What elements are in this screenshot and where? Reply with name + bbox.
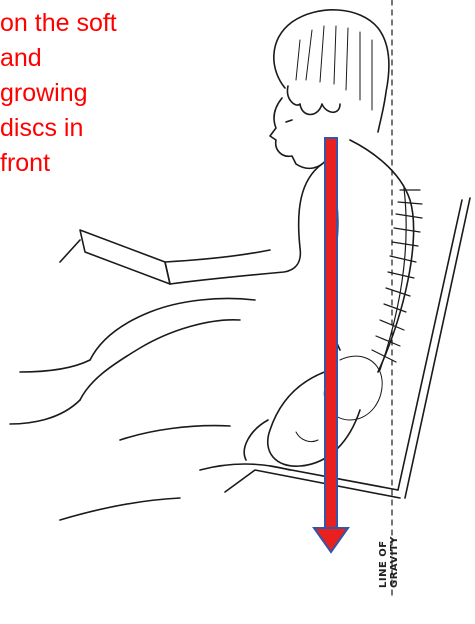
- spine: [372, 188, 422, 370]
- face: [270, 98, 326, 168]
- desk: [80, 230, 170, 284]
- legs: [90, 299, 255, 361]
- chair-back: [405, 198, 470, 498]
- chair-back-inner: [398, 200, 462, 490]
- gravity-label-line-1: LINE OF: [378, 536, 389, 588]
- gravity-arrow-icon: [314, 138, 348, 552]
- arm: [170, 164, 322, 284]
- line-of-gravity-label: LINE OF GRAVITY: [378, 536, 400, 588]
- gravity-label-line-2: GRAVITY: [389, 536, 400, 588]
